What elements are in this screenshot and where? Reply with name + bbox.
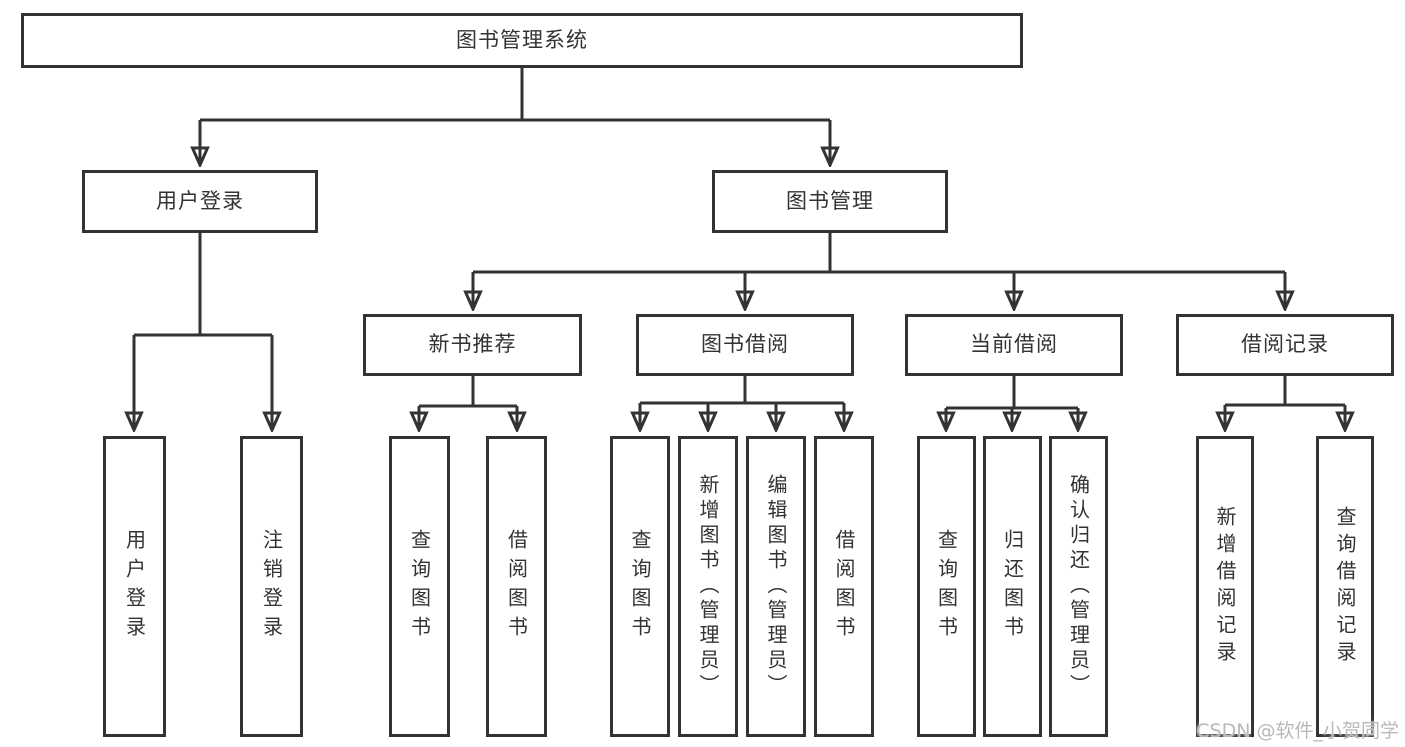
leaf-label: 查询图书 — [407, 528, 432, 645]
connector-current-borrow-to-leaves — [946, 376, 1078, 430]
leaf-query-borrow-record: 查询借阅记录 — [1316, 436, 1374, 737]
connector-book-mgmt-to-level3 — [473, 233, 1285, 309]
leaf-label: 新增图书（管理员） — [696, 474, 720, 699]
leaf-label: 归还图书 — [1000, 528, 1025, 645]
leaf-borrow-books-1: 借阅图书 — [486, 436, 547, 737]
leaf-label: 借阅图书 — [504, 528, 529, 645]
connector-user-login-to-leaves — [134, 233, 272, 430]
leaf-label: 查询图书 — [934, 528, 959, 645]
leaf-return-books: 归还图书 — [983, 436, 1042, 737]
leaf-edit-books-admin: 编辑图书（管理员） — [746, 436, 806, 737]
node-current-borrow-label: 当前借阅 — [970, 332, 1058, 357]
node-user-login-label: 用户登录 — [156, 188, 244, 213]
leaf-label: 查询借阅记录 — [1333, 505, 1357, 668]
leaf-query-books-3: 查询图书 — [917, 436, 976, 737]
leaf-add-borrow-record: 新增借阅记录 — [1196, 436, 1254, 737]
node-root-label: 图书管理系统 — [456, 27, 588, 52]
leaf-label: 查询图书 — [628, 528, 652, 645]
node-book-mgmt: 图书管理 — [712, 170, 948, 233]
leaf-label: 新增借阅记录 — [1213, 505, 1237, 668]
leaf-add-books-admin: 新增图书（管理员） — [678, 436, 738, 737]
leaf-query-books-2: 查询图书 — [610, 436, 670, 737]
node-borrow-records: 借阅记录 — [1176, 314, 1394, 376]
leaf-label: 借阅图书 — [832, 528, 856, 645]
connector-borrow-records-to-leaves — [1225, 376, 1345, 430]
connector-root-to-level2 — [200, 68, 830, 165]
node-current-borrow: 当前借阅 — [905, 314, 1123, 376]
connector-new-book-to-leaves — [419, 376, 517, 430]
leaf-label: 注销登录 — [259, 528, 284, 645]
node-borrow-records-label: 借阅记录 — [1241, 332, 1329, 357]
connector-book-borrow-to-leaves — [640, 376, 844, 430]
leaf-label: 确认归还（管理员） — [1066, 474, 1091, 699]
node-book-borrow-label: 图书借阅 — [701, 332, 789, 357]
leaf-logout: 注销登录 — [240, 436, 303, 737]
leaf-label: 编辑图书（管理员） — [764, 474, 788, 699]
leaf-label: 用户登录 — [122, 528, 147, 645]
node-book-mgmt-label: 图书管理 — [786, 188, 874, 213]
node-new-book-recommend: 新书推荐 — [363, 314, 582, 376]
node-user-login: 用户登录 — [82, 170, 318, 233]
leaf-query-books-1: 查询图书 — [389, 436, 450, 737]
csdn-watermark: CSDN @软件_小贺同学 — [1196, 720, 1399, 742]
node-root: 图书管理系统 — [21, 13, 1023, 68]
node-book-borrow: 图书借阅 — [636, 314, 854, 376]
leaf-user-login: 用户登录 — [103, 436, 166, 737]
node-new-book-recommend-label: 新书推荐 — [428, 332, 517, 357]
leaf-confirm-return-admin: 确认归还（管理员） — [1049, 436, 1108, 737]
leaf-borrow-books-2: 借阅图书 — [814, 436, 874, 737]
